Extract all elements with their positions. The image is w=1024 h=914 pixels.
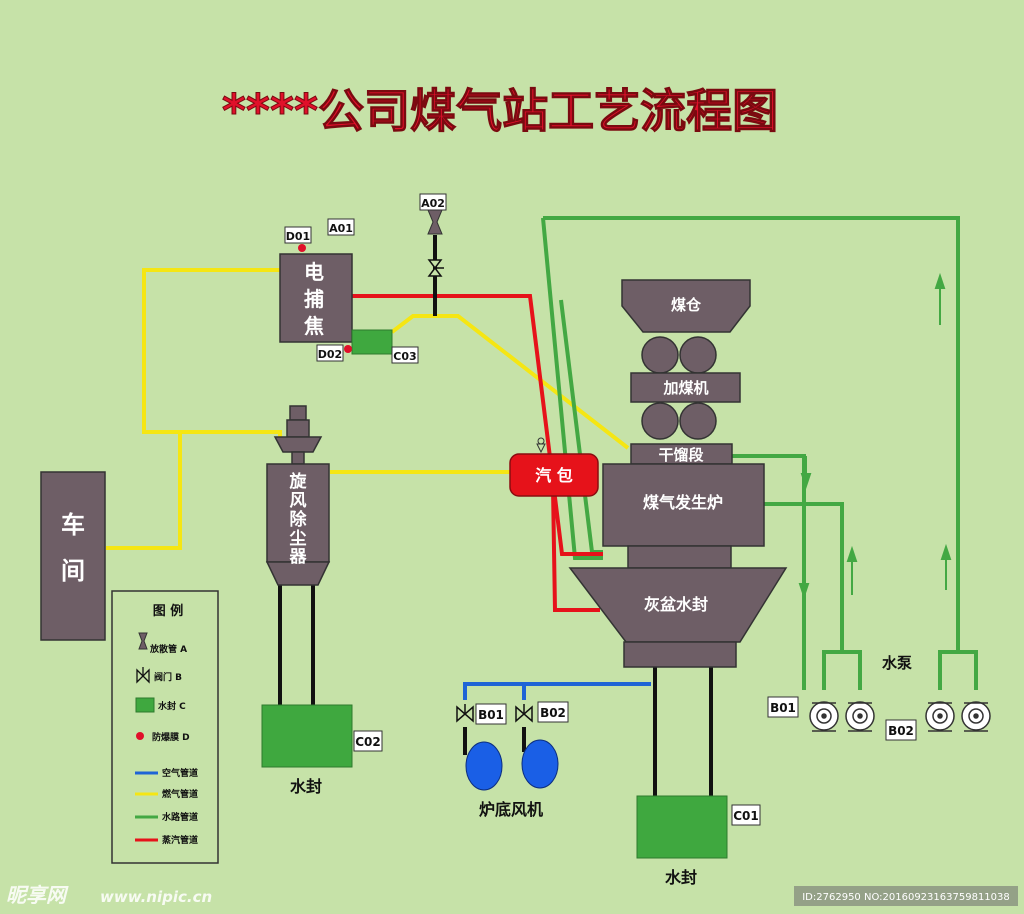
vent-pipe-icon	[138, 632, 148, 650]
tag-c02: C02	[355, 735, 381, 749]
legend-item-membrane: 防爆膜 D	[152, 731, 190, 743]
legend-item-gas: 燃气管道	[162, 788, 198, 800]
water-pump-label: 水泵	[882, 654, 912, 672]
steam-drum-label: 汽 包	[535, 466, 573, 485]
water-seal-c01-label: 水封	[665, 868, 697, 887]
blower-1	[465, 741, 503, 791]
water-seal-c02-label: 水封	[290, 777, 322, 796]
cyclone-label-4: 尘	[290, 529, 307, 549]
catcher-label-3: 焦	[304, 314, 324, 338]
water-seal-icon	[135, 697, 155, 713]
tag-b02-pump: B02	[888, 724, 914, 738]
water-seal-c02	[261, 704, 353, 768]
legend-item-steam: 蒸汽管道	[162, 834, 198, 846]
catcher-label-2: 捕	[304, 287, 324, 311]
legend-item-vent: 放散管 A	[149, 643, 187, 655]
coal-bin-label: 煤仓	[671, 296, 702, 314]
gas-pipes	[106, 268, 630, 550]
pump-2	[845, 701, 875, 732]
water-seal-c03	[351, 329, 393, 355]
valve-a02	[427, 259, 444, 277]
cyclone-label-2: 风	[290, 491, 307, 511]
legend-item-valve: 阀门 B	[154, 671, 182, 683]
tag-d01: D01	[286, 230, 310, 243]
steam-drum: 汽 包	[509, 437, 599, 497]
legend-item-seal: 水封 C	[158, 700, 186, 712]
watermark-site: www.nipic.cn	[100, 888, 212, 906]
water-pipes	[541, 216, 978, 690]
workshop-label-1: 车	[61, 511, 85, 539]
watermark: 昵享网 www.nipic.cn ID:2762950 NO:201609231…	[6, 883, 1018, 907]
tag-a02: A02	[421, 197, 445, 210]
tag-c03: C03	[393, 350, 416, 363]
dry-section-label: 干馏段	[658, 446, 703, 464]
workshop-label-2: 间	[61, 557, 85, 585]
ash-pan-label: 灰盆水封	[644, 595, 708, 614]
watermark-id: ID:2762950 NO:20160923163759811038	[802, 892, 1010, 903]
workshop: 车 间	[40, 471, 106, 641]
tag-d02: D02	[318, 348, 342, 361]
gasifier-assembly	[568, 279, 788, 668]
air-pipes	[463, 682, 651, 700]
coal-feeder-label: 加煤机	[662, 379, 708, 397]
gasifier-label: 煤气发生炉	[643, 493, 723, 512]
tag-c01: C01	[733, 809, 759, 823]
tag-b02-blower: B02	[540, 706, 566, 720]
page-title: ****公司煤气站工艺流程图	[222, 84, 778, 138]
catcher-label-1: 电	[304, 260, 324, 284]
valve-b02	[515, 704, 533, 723]
legend-item-water: 水路管道	[162, 811, 198, 823]
pump-4	[961, 701, 991, 732]
pump-3	[925, 701, 955, 732]
cyclone-dust-collector	[265, 405, 331, 586]
tag-b01-pump: B01	[770, 701, 796, 715]
tag-b01-blower: B01	[478, 708, 504, 722]
cyclone-label-5: 器	[289, 547, 308, 567]
tags: A01 A02 D01 D02 C03 C02 C01 B01 B02 B01 …	[284, 193, 917, 826]
blower-2	[521, 739, 559, 789]
water-pumps	[809, 701, 991, 732]
flow-arrows	[798, 272, 952, 600]
watermark-logo: 昵享网	[6, 883, 69, 907]
explosion-membrane-icon	[136, 732, 144, 740]
valve-icon	[136, 667, 150, 684]
water-seal-c01	[636, 795, 728, 859]
legend-title: 图 例	[153, 603, 184, 619]
legend: 图 例 放散管 A 阀门 B 水封 C 防爆膜 D 空气管道 燃气管道 水路管道…	[111, 590, 219, 864]
pump-1	[809, 701, 839, 732]
explosion-membrane-d01	[298, 244, 306, 252]
explosion-membrane-d02	[344, 345, 352, 353]
electric-tar-catcher: 电 捕 焦	[279, 253, 353, 343]
bottom-blower-label: 炉底风机	[479, 800, 543, 819]
cyclone-label-1: 旋	[289, 471, 308, 492]
legend-item-air: 空气管道	[162, 767, 198, 779]
vent-pipe-a02	[427, 209, 443, 235]
valve-b01	[456, 704, 474, 723]
tag-a01: A01	[329, 222, 353, 235]
cyclone-label-3: 除	[290, 509, 308, 530]
